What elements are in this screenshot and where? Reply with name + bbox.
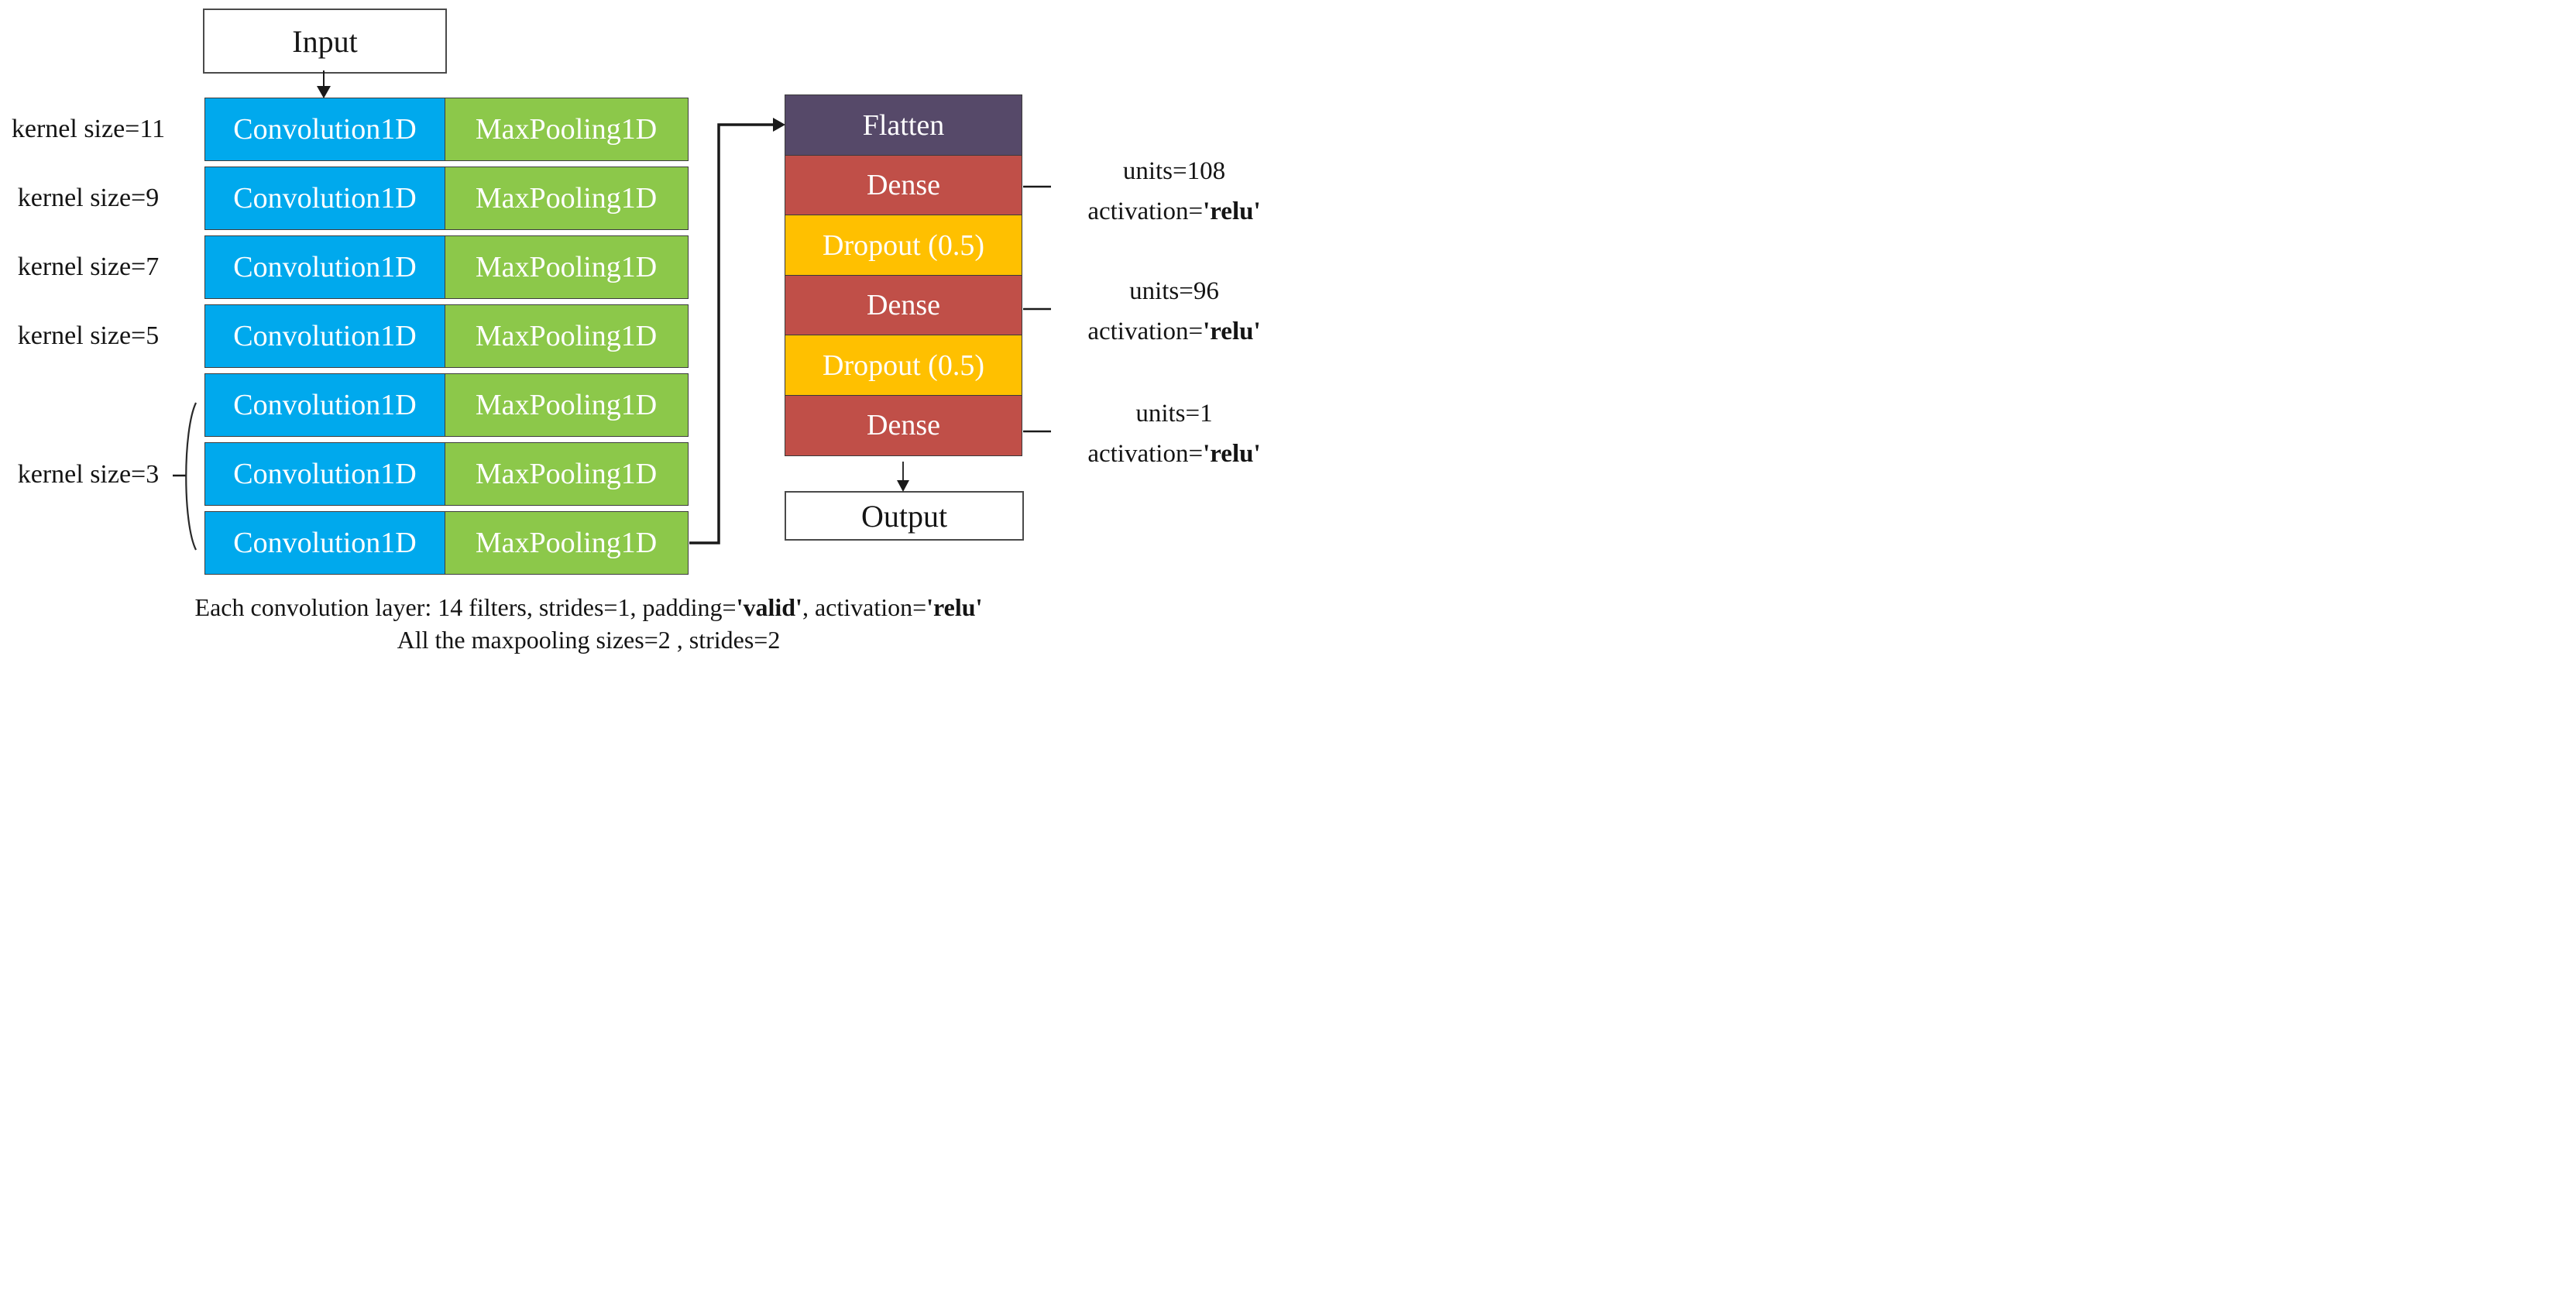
annotation-activation: activation='relu' [1087,197,1261,225]
conv-pool-row: Convolution1D MaxPooling1D [204,167,689,230]
maxpool1d-block: MaxPooling1D [444,304,689,368]
dense-tick-marks [1023,185,1051,433]
footer-line2: All the maxpooling sizes=2 , strides=2 [397,626,781,654]
input-label: Input [292,23,358,59]
maxpool1d-block: MaxPooling1D [444,167,689,230]
kernel-size-group-label: kernel size=3 [17,460,160,489]
conv-pool-row: Convolution1D MaxPooling1D [204,442,689,506]
annotation-units: units=96 [1129,277,1219,305]
input-node: Input [203,9,447,74]
kernel-size-label: kernel size=9 [17,184,160,212]
conv-pool-row: Convolution1D MaxPooling1D [204,304,689,368]
conv1d-block: Convolution1D [204,304,445,368]
maxpool1d-block: MaxPooling1D [444,511,689,575]
conv1d-block: Convolution1D [204,98,445,161]
dense-block: Dense [785,394,1022,456]
conv1d-block: Convolution1D [204,167,445,230]
conv-pool-row: Convolution1D MaxPooling1D [204,98,689,161]
kernel-size-label: kernel size=5 [17,321,160,350]
maxpool1d-block: MaxPooling1D [444,442,689,506]
annotation-units: units=1 [1135,400,1213,428]
pool-to-flatten-arrow [689,118,785,544]
output-node: Output [785,491,1024,541]
dropout-block: Dropout (0.5) [785,335,1022,396]
conv1d-block: Convolution1D [204,442,445,506]
conv-pool-row: Convolution1D MaxPooling1D [204,235,689,299]
dense-annotation: units=1 activation='relu' [1061,393,1287,474]
conv1d-block: Convolution1D [204,511,445,575]
dense-to-output-arrow [897,462,909,492]
footer-note: Each convolution layer: 14 filters, stri… [0,591,1177,656]
input-arrow [317,70,331,98]
flatten-block: Flatten [785,94,1022,156]
annotation-units: units=108 [1122,157,1226,185]
dropout-block: Dropout (0.5) [785,215,1022,276]
conv1d-block: Convolution1D [204,373,445,437]
dense-annotation: units=108 activation='relu' [1061,151,1287,232]
conv1d-block: Convolution1D [204,235,445,299]
conv-pool-row: Convolution1D MaxPooling1D [204,373,689,437]
footer-line1: Each convolution layer: 14 filters, stri… [194,593,983,621]
cnn-architecture-diagram: Input Convolution1D MaxPooling1D Convolu… [0,0,1288,656]
conv-pool-row: Convolution1D MaxPooling1D [204,511,689,575]
maxpool1d-block: MaxPooling1D [444,235,689,299]
kernel-size-label: kernel size=7 [17,252,160,281]
dense-annotation: units=96 activation='relu' [1061,271,1287,352]
maxpool1d-block: MaxPooling1D [444,373,689,437]
annotation-activation: activation='relu' [1087,318,1261,345]
dense-block: Dense [785,274,1022,336]
kernel-size-label: kernel size=11 [11,115,166,143]
output-label: Output [860,498,948,534]
maxpool1d-block: MaxPooling1D [444,98,689,161]
dense-block: Dense [785,154,1022,216]
annotation-activation: activation='relu' [1087,440,1261,468]
dense-stack: Flatten Dense Dropout (0.5) Dense Dropou… [785,94,1022,456]
